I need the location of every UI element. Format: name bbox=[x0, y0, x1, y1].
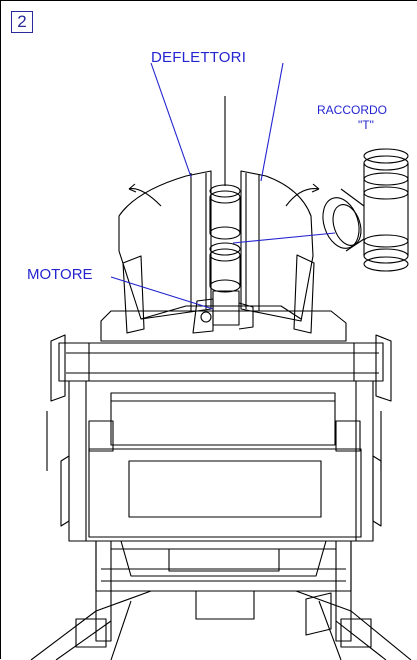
glass-panel-outer bbox=[88, 448, 362, 538]
bracket-left bbox=[122, 255, 145, 334]
leg-left bbox=[95, 540, 112, 642]
rotation-arrow-right-head bbox=[311, 183, 320, 193]
deflector-left bbox=[118, 170, 212, 320]
leader-motore bbox=[110, 276, 214, 310]
upper-frame bbox=[58, 342, 384, 382]
deflector-right bbox=[240, 170, 314, 322]
brace-right bbox=[295, 590, 412, 660]
top-plate bbox=[100, 310, 347, 342]
glass-panel-inner bbox=[128, 460, 322, 518]
label-motore: MOTORE bbox=[27, 266, 93, 283]
leader-raccordo bbox=[232, 232, 336, 244]
label-deflettori: DEFLETTORI bbox=[151, 49, 247, 66]
figure-number-box: 2 bbox=[11, 11, 33, 33]
label-raccordo-t: "T" bbox=[358, 118, 374, 132]
brace-left bbox=[30, 590, 152, 660]
pipe-lower bbox=[209, 242, 241, 293]
door-header bbox=[110, 392, 336, 446]
leader-deflettori-left bbox=[150, 62, 192, 178]
rotation-arrow-left bbox=[128, 188, 162, 207]
t-fitting bbox=[322, 148, 409, 272]
bracket-right bbox=[293, 254, 315, 334]
leg-right bbox=[335, 540, 352, 642]
leader-deflettori-right bbox=[260, 62, 284, 182]
rotation-arrow-left-head bbox=[128, 183, 137, 193]
rotation-arrow-right bbox=[285, 188, 320, 207]
label-raccordo: RACCORDO bbox=[317, 103, 388, 117]
motor-unit bbox=[192, 290, 254, 334]
pipe-upper bbox=[209, 184, 241, 240]
